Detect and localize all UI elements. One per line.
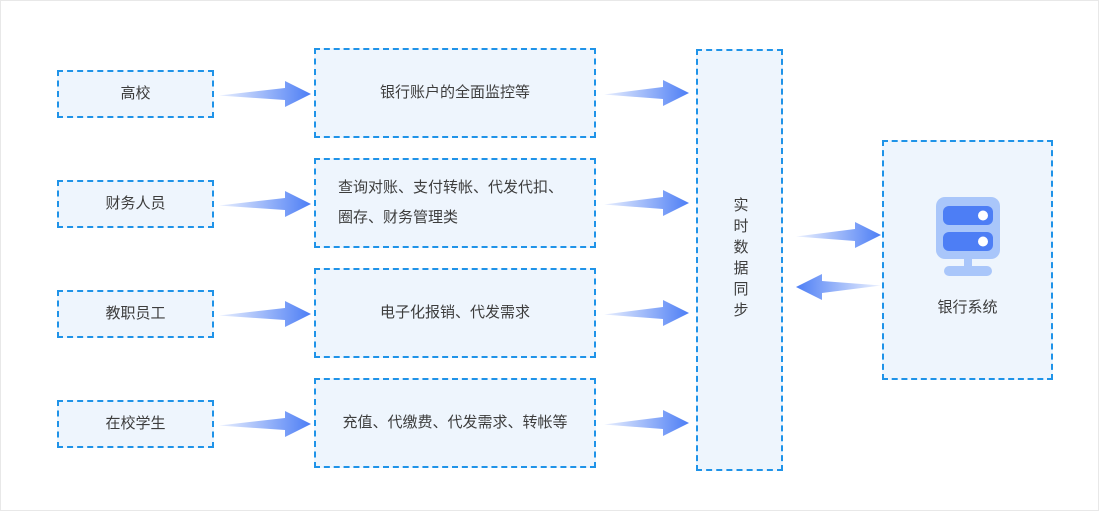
service-node-3[interactable]: 充值、代缴费、代发需求、转帐等: [314, 378, 596, 468]
actor-node-0[interactable]: 高校: [57, 70, 214, 118]
service-node-2[interactable]: 电子化报销、代发需求: [314, 268, 596, 358]
service-label-line: 查询对账、支付转帐、代发代扣、: [338, 179, 564, 196]
actor-node-3[interactable]: 在校学生: [57, 400, 214, 448]
actor-label: 在校学生: [105, 415, 166, 432]
service-label-line: 圈存、财务管理类: [338, 209, 459, 226]
service-label-line: 银行账户的全面监控等: [379, 84, 530, 101]
bank-label: 银行系统: [937, 299, 998, 316]
actor-label: 财务人员: [105, 195, 166, 212]
bank-system-node[interactable]: 银行系统: [882, 140, 1053, 380]
actor-label: 高校: [120, 85, 151, 102]
actor-node-2[interactable]: 教职员工: [57, 290, 214, 338]
arrow-actor-to-service-3: [219, 411, 311, 437]
server-icon: [935, 197, 1000, 276]
arrow-actor-to-service-1: [219, 191, 311, 217]
actor-label: 教职员工: [105, 305, 166, 322]
actor-node-1[interactable]: 财务人员: [57, 180, 214, 228]
service-node-0[interactable]: 银行账户的全面监控等: [314, 48, 596, 138]
arrow-hub-to-bank: [796, 222, 881, 248]
arrow-service-to-hub-1: [604, 190, 689, 216]
arrow-bank-to-hub: [796, 274, 881, 300]
hub-label: 实时数据同步: [731, 197, 749, 323]
service-label-line: 充值、代缴费、代发需求、转帐等: [342, 414, 568, 431]
arrow-service-to-hub-0: [604, 80, 689, 106]
arrow-service-to-hub-2: [604, 300, 689, 326]
arrow-service-to-hub-3: [604, 410, 689, 436]
hub-node-realtime-data-sync[interactable]: 实时数据同步: [696, 49, 783, 471]
arrow-actor-to-service-2: [219, 301, 311, 327]
service-label-line: 电子化报销、代发需求: [379, 304, 530, 321]
service-node-1[interactable]: 查询对账、支付转帐、代发代扣、 圈存、财务管理类: [314, 158, 596, 248]
arrow-actor-to-service-0: [219, 81, 311, 107]
